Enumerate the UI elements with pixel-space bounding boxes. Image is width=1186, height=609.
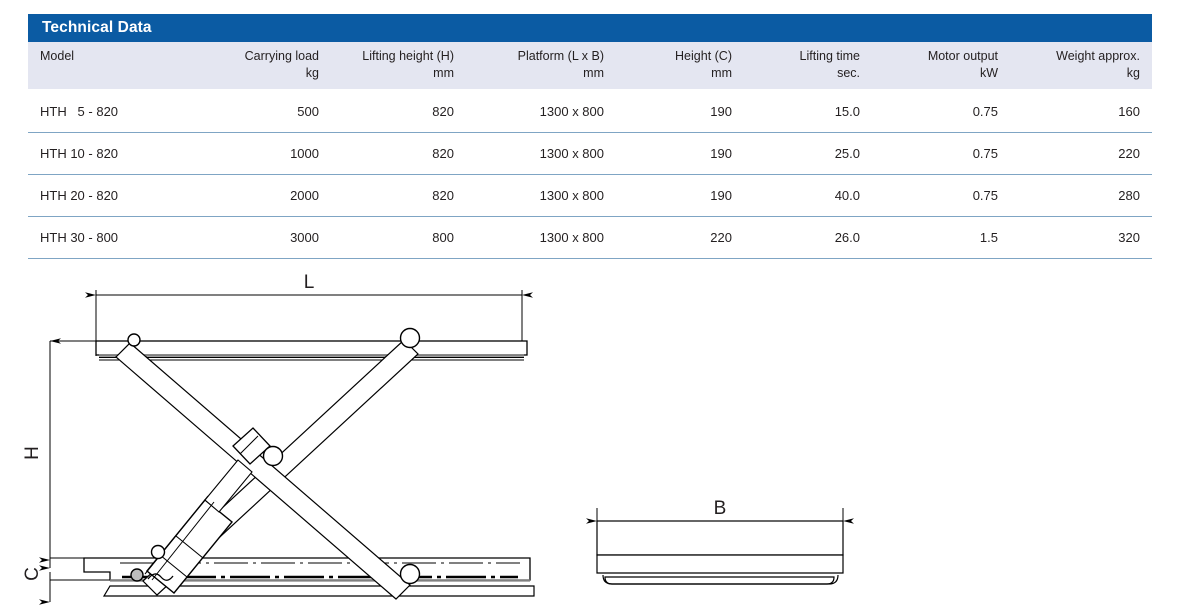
cell-lifting-time: 26.0	[744, 216, 872, 259]
column-header-carrying-load-unit: kg	[305, 65, 319, 80]
cell-lifting-time: 25.0	[744, 132, 872, 175]
cell-lifting-time: 40.0	[744, 174, 872, 217]
column-header-height-c-unit: mm	[711, 65, 732, 80]
cell-platform: 1300 x 800	[466, 89, 616, 133]
roller-top-right	[399, 327, 421, 349]
cell-model: HTH 10 - 820	[28, 132, 203, 175]
column-header-weight-unit: kg	[1126, 65, 1140, 80]
column-header-height-c-label: Height (C)	[675, 49, 732, 63]
cell-motor-output: 0.75	[872, 132, 1010, 175]
column-header-carrying-load-label: Carrying load	[244, 49, 319, 63]
cell-motor-output: 0.75	[872, 174, 1010, 217]
cell-height-c: 190	[616, 174, 744, 217]
technical-drawing-svg: L H C	[22, 272, 854, 605]
pivot-pins	[127, 327, 421, 585]
spec-table: Model Carrying load kg Lifting height (H…	[28, 42, 1152, 259]
cell-lifting-height: 820	[331, 174, 466, 217]
cell-lifting-height: 800	[331, 216, 466, 259]
cell-carrying-load: 500	[203, 89, 331, 133]
column-header-model-label: Model	[40, 49, 75, 63]
column-header-lifting-height: Lifting height (H) mm	[331, 42, 466, 89]
pivot-top-left	[127, 333, 141, 347]
dimension-label-H: H	[22, 446, 43, 460]
column-header-lifting-time-unit: sec.	[837, 65, 860, 80]
table-title-bar: Technical Data	[28, 14, 1152, 42]
cell-weight: 280	[1010, 174, 1152, 217]
hydraulic-cylinder	[144, 427, 271, 594]
front-platform-body	[596, 520, 844, 585]
column-header-carrying-load: Carrying load kg	[203, 42, 331, 89]
table-header-row: Model Carrying load kg Lifting height (H…	[28, 42, 1152, 89]
table-row: HTH 10 - 820 1000 820 1300 x 800 190 25.…	[28, 132, 1152, 175]
dimension-label-C: C	[22, 567, 43, 581]
column-header-platform-unit: mm	[583, 65, 604, 80]
pivot-cylinder-base	[150, 544, 166, 560]
column-header-lifting-time-label: Lifting time	[799, 49, 860, 63]
column-header-platform-label: Platform (L x B)	[517, 49, 604, 63]
column-header-weight-label: Weight approx.	[1056, 49, 1140, 63]
cell-lifting-height: 820	[331, 89, 466, 133]
column-header-motor-output: Motor output kW	[872, 42, 1010, 89]
roller-bottom-right	[399, 563, 421, 585]
column-header-model: Model	[28, 42, 203, 89]
cell-motor-output: 1.5	[872, 216, 1010, 259]
technical-drawings: L H C	[0, 250, 1186, 609]
cell-weight: 320	[1010, 216, 1152, 259]
table-title: Technical Data	[42, 19, 152, 36]
table-row: HTH 5 - 820 500 820 1300 x 800 190 15.0 …	[28, 89, 1152, 133]
cell-weight: 220	[1010, 132, 1152, 175]
cell-platform: 1300 x 800	[466, 174, 616, 217]
cell-height-c: 220	[616, 216, 744, 259]
column-header-platform: Platform (L x B) mm	[466, 42, 616, 89]
dimension-label-L: L	[304, 272, 315, 293]
column-header-lifting-time: Lifting time sec.	[744, 42, 872, 89]
cell-carrying-load: 2000	[203, 174, 331, 217]
cell-weight: 160	[1010, 89, 1152, 133]
technical-data-table: Technical Data Model Carrying load kg Li…	[28, 14, 1152, 259]
column-header-lifting-height-label: Lifting height (H)	[362, 49, 454, 63]
scissor-arm-right	[115, 342, 411, 600]
platform-top-plate	[95, 340, 528, 361]
table-row: HTH 30 - 800 3000 800 1300 x 800 220 26.…	[28, 216, 1152, 259]
column-header-weight: Weight approx. kg	[1010, 42, 1152, 89]
dimension-label-B: B	[714, 498, 727, 519]
column-header-height-c: Height (C) mm	[616, 42, 744, 89]
pivot-center	[262, 445, 284, 467]
cell-lifting-time: 15.0	[744, 89, 872, 133]
scissor-lift-side-view: L H C	[22, 272, 535, 605]
cell-platform: 1300 x 800	[466, 216, 616, 259]
pivot-bottom-left	[130, 568, 144, 582]
cell-model: HTH 20 - 820	[28, 174, 203, 217]
cell-model: HTH 30 - 800	[28, 216, 203, 259]
cell-carrying-load: 1000	[203, 132, 331, 175]
column-header-motor-output-label: Motor output	[927, 49, 998, 63]
column-header-motor-output-unit: kW	[979, 65, 998, 80]
column-header-lifting-height-unit: mm	[433, 65, 454, 80]
cell-model: HTH 5 - 820	[28, 89, 203, 133]
scissor-lift-front-view: B	[586, 498, 854, 585]
cell-height-c: 190	[616, 132, 744, 175]
table-row: HTH 20 - 820 2000 820 1300 x 800 190 40.…	[28, 174, 1152, 217]
cell-carrying-load: 3000	[203, 216, 331, 259]
cell-platform: 1300 x 800	[466, 132, 616, 175]
cell-lifting-height: 820	[331, 132, 466, 175]
cell-height-c: 190	[616, 89, 744, 133]
dimension-H: H	[22, 338, 100, 563]
cell-motor-output: 0.75	[872, 89, 1010, 133]
